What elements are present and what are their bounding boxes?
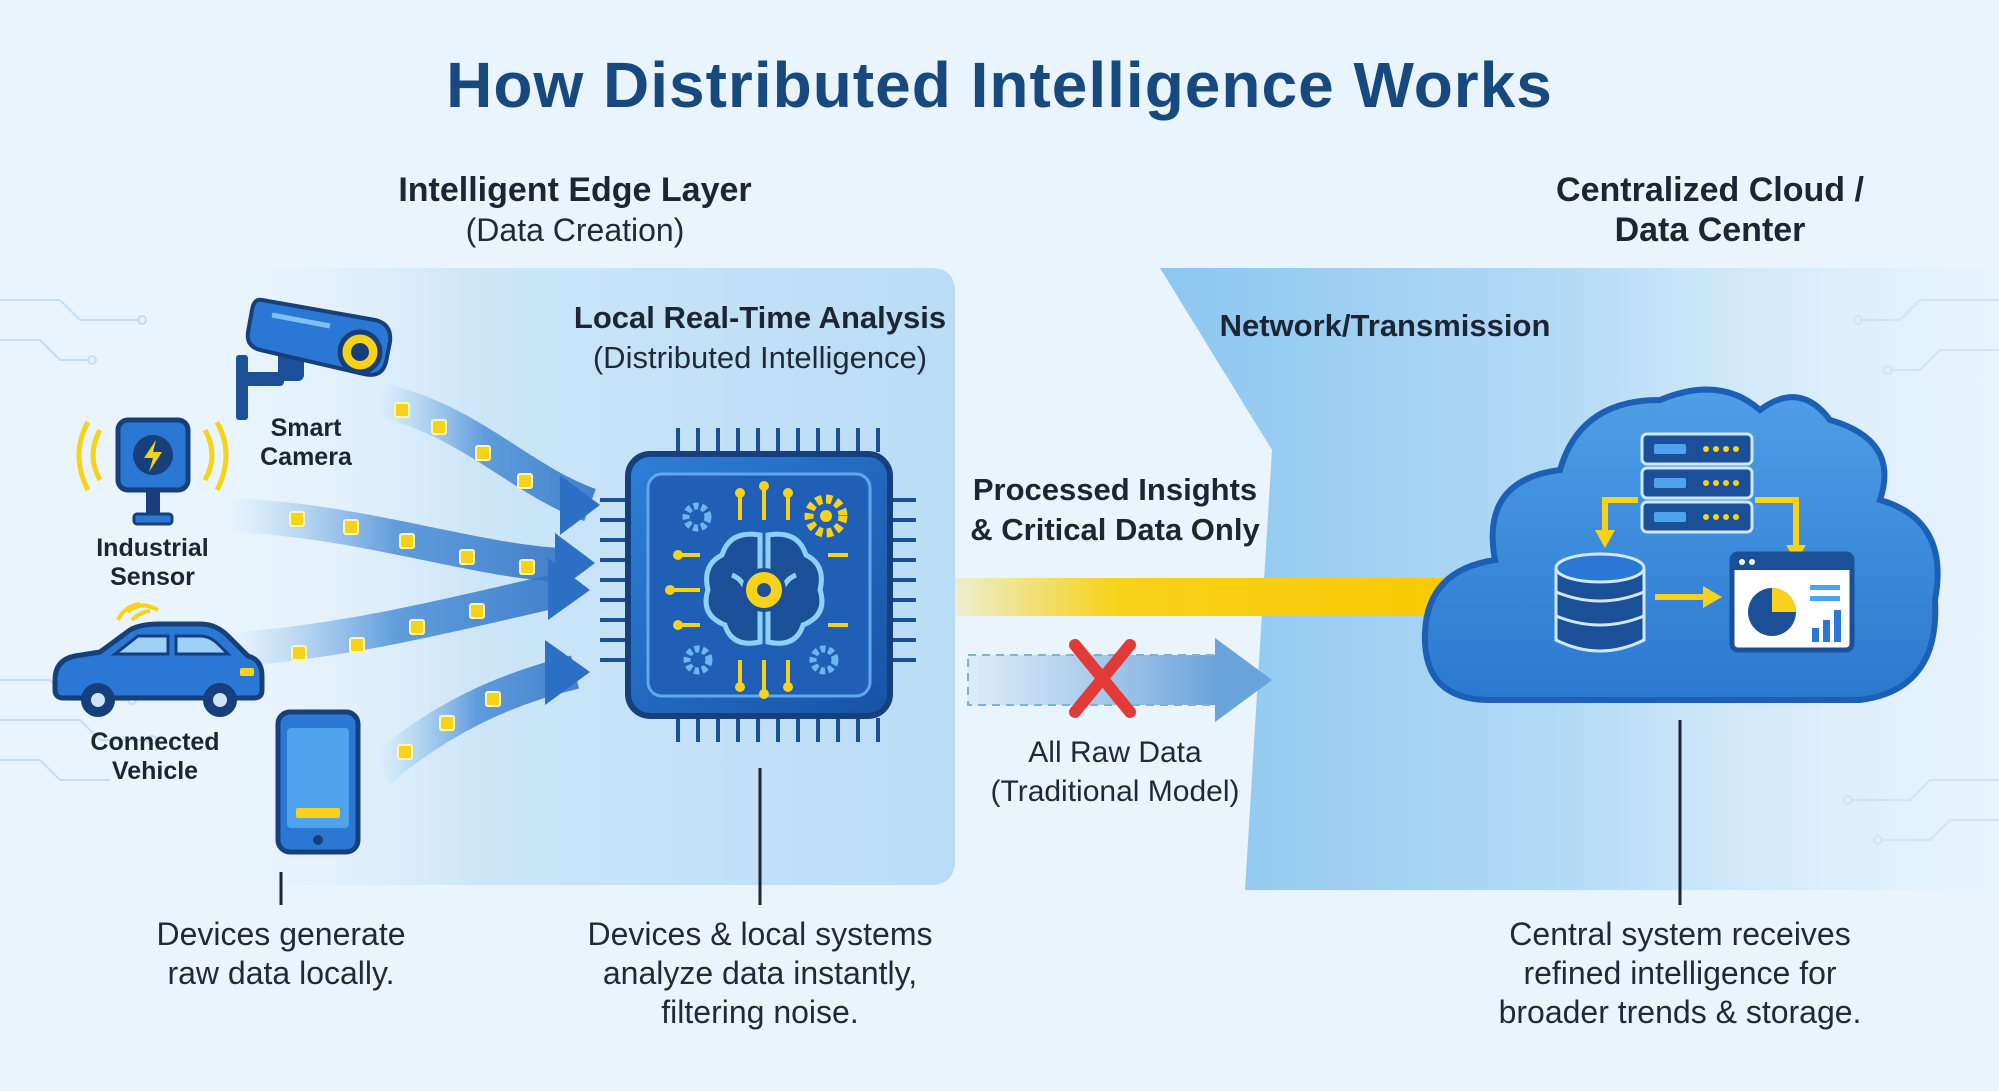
local-analysis-subtitle: (Distributed Intelligence): [592, 340, 928, 375]
blocked-cross-icon: [1069, 639, 1136, 718]
cloud-heading: Centralized Cloud / Data Center: [1500, 170, 1920, 250]
caption-local-systems: Devices & local systems analyze data ins…: [560, 915, 960, 1032]
sensor-icon: [76, 417, 229, 526]
caption-line: filtering noise.: [661, 994, 859, 1030]
raw-label-line: (Traditional Model): [990, 775, 1240, 808]
brain-icon: [703, 531, 825, 646]
device-label-line: Sensor: [110, 563, 195, 591]
local-analysis-heading: Local Real-Time Analysis (Distributed In…: [545, 298, 975, 378]
server-icon: [1640, 432, 1754, 534]
database-icon: [1554, 552, 1646, 653]
device-label-line: Vehicle: [111, 757, 199, 785]
processed-insights-label: Processed Insights & Critical Data Only: [955, 470, 1275, 550]
processed-label-line: Processed Insights: [972, 472, 1258, 507]
data-streams: [228, 383, 600, 784]
raw-label-line: All Raw Data: [1028, 736, 1202, 769]
security-camera-icon: [236, 297, 393, 420]
device-label-connected-vehicle: Connected Vehicle: [80, 728, 230, 786]
caption-connectors: [279, 720, 1682, 905]
caption-devices: Devices generate raw data locally.: [120, 915, 442, 993]
processed-label-line: & Critical Data Only: [970, 512, 1260, 547]
cloud-icon: [1421, 386, 1941, 703]
device-label-line: Camera: [260, 443, 352, 471]
caption-line: broader trends & storage.: [1498, 994, 1862, 1030]
caption-line: refined intelligence for: [1523, 955, 1837, 991]
device-label-line: Industrial: [96, 534, 209, 562]
caption-line: Devices generate: [156, 916, 406, 952]
network-label: Network/Transmission: [1219, 308, 1551, 343]
edge-layer-title: Intelligent Edge Layer: [398, 171, 752, 209]
car-icon: [52, 602, 265, 717]
local-analysis-title: Local Real-Time Analysis: [573, 300, 947, 335]
device-label-industrial-sensor: Industrial Sensor: [80, 534, 225, 592]
caption-line: Central system receives: [1509, 916, 1851, 952]
processor-chip-icon: [600, 428, 916, 742]
caption-central-system: Central system receives refined intellig…: [1460, 915, 1900, 1032]
analytics-dashboard-icon: [1729, 551, 1855, 653]
caption-line: raw data locally.: [167, 955, 395, 991]
smartphone-icon: [275, 709, 361, 855]
page-title: How Distributed Intelligence Works: [446, 49, 1553, 121]
device-label-line: Connected: [90, 728, 220, 756]
raw-data-label: All Raw Data (Traditional Model): [960, 733, 1270, 811]
edge-layer-heading: Intelligent Edge Layer (Data Creation): [360, 170, 790, 250]
device-label-smart-camera: Smart Camera: [236, 414, 376, 472]
caption-line: Devices & local systems: [587, 916, 933, 952]
device-label-line: Smart: [270, 414, 342, 442]
cloud-title-line1: Centralized Cloud /: [1556, 171, 1864, 209]
caption-line: analyze data instantly,: [602, 955, 918, 991]
edge-layer-panel: [210, 268, 955, 885]
edge-layer-subtitle: (Data Creation): [465, 212, 685, 248]
cloud-title-line2: Data Center: [1614, 211, 1806, 249]
